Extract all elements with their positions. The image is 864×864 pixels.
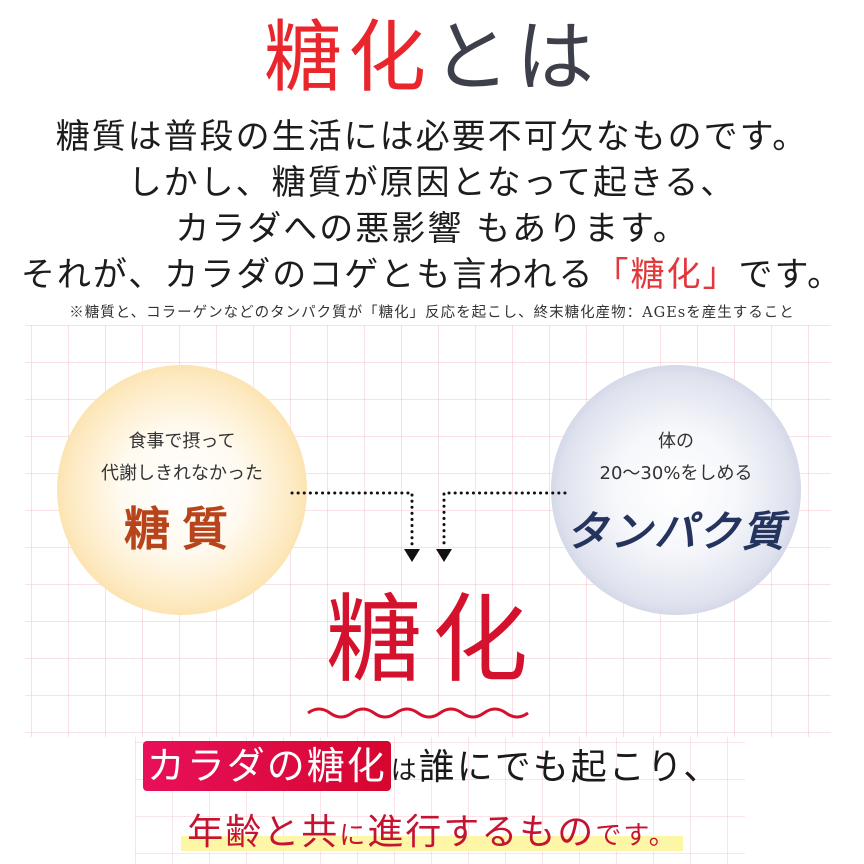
sugar-circle: 食事で摂って 代謝しきれなかった 糖質 [57, 365, 307, 615]
footer-line-2-a: 年齢と共 [187, 812, 340, 853]
title-highlight: 糖化 [263, 13, 432, 103]
footer-line-2-b: 進行するもの [367, 812, 596, 853]
page-title: 糖化とは [0, 8, 864, 108]
lead-line-2: しかし、糖質が原因となって起きる、 [127, 163, 737, 203]
arrow-down-left-icon [404, 549, 420, 562]
protein-circle: 体の 20〜30%をしめる タンパク質 [551, 365, 801, 615]
footer-line-2-highlight: 年齢と共に進行するものです。 [181, 812, 683, 853]
title-rest: とは [432, 13, 601, 103]
lead-line-4: それが、カラダのコゲとも言われる「糖化」です。 [0, 253, 864, 297]
footer-line-1-rest: 誰にでも起こり、 [418, 747, 722, 788]
lead-line-3: カラダへの悪影響 もあります。 [175, 209, 689, 249]
footer-line-1: カラダの糖化は誰にでも起こり、 [0, 741, 864, 796]
footer-line-1-particle: は [390, 756, 419, 786]
protein-sub-1: 体の [658, 431, 694, 452]
protein-sub-2: 20〜30%をしめる [599, 463, 753, 484]
footer-line-2-end: です。 [595, 821, 677, 851]
sugar-sub-2: 代謝しきれなかった [101, 463, 263, 484]
body-glycation-badge: カラダの糖化 [142, 741, 391, 791]
glycation-heading: 糖化 [326, 584, 538, 696]
lead-line-4-highlight: 「糖化」 [594, 255, 739, 295]
lead-line-4-after: です。 [738, 255, 844, 295]
sugar-sub-1: 食事で摂って [128, 431, 236, 452]
sugar-label: 糖質 [124, 502, 240, 556]
arrow-down-right-icon [436, 549, 452, 562]
lead-line-4-before: それが、カラダのコゲとも言われる [20, 255, 595, 295]
footer-line-2: 年齢と共に進行するものです。 [0, 806, 864, 863]
protein-label: タンパク質 [565, 507, 786, 556]
footnote: ※糖質と、コラーゲンなどのタンパク質が「糖化」反応を起こし、終末糖化産物：AGE… [69, 305, 795, 321]
footer-line-2-particle: に [339, 821, 368, 851]
lead-line-1: 糖質は普段の生活には必要不可欠なものです。 [55, 117, 809, 157]
